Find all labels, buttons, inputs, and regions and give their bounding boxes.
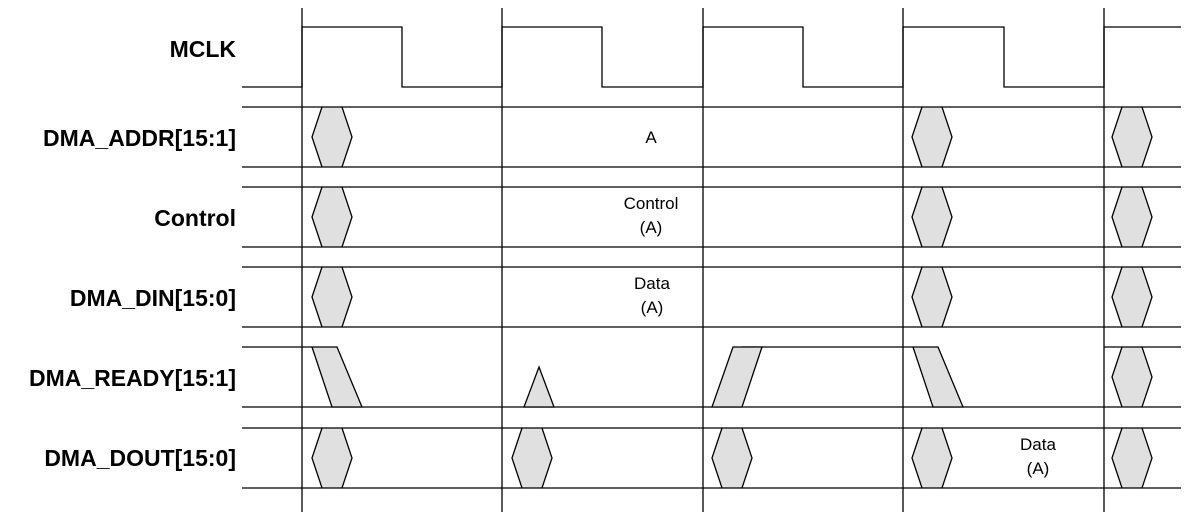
dma-addr-waveform [242, 106, 1181, 168]
signal-label-dma-dout: DMA_DOUT[15:0] [44, 445, 236, 471]
signal-label-dma-din: DMA_DIN[15:0] [70, 285, 236, 311]
dma-dout-waveform [242, 427, 1181, 489]
dma-din-value-line2: (A) [641, 298, 664, 317]
control-value-line1: Control [624, 194, 679, 213]
dma-din-value-line1: Data [634, 274, 670, 293]
signal-label-mclk: MCLK [170, 36, 237, 62]
control-value-line2: (A) [640, 218, 663, 237]
dma-din-waveform [242, 266, 1181, 328]
signal-label-dma-ready: DMA_READY[15:1] [29, 365, 236, 391]
dma-addr-value: A [645, 128, 657, 147]
dma-ready-waveform [242, 346, 1181, 408]
control-waveform [242, 186, 1181, 248]
dma-dout-value-line1: Data [1020, 435, 1056, 454]
signal-label-dma-addr: DMA_ADDR[15:1] [43, 125, 236, 151]
signal-label-control: Control [154, 205, 236, 231]
dma-dout-value-line2: (A) [1027, 459, 1050, 478]
mclk-waveform [242, 26, 1181, 88]
